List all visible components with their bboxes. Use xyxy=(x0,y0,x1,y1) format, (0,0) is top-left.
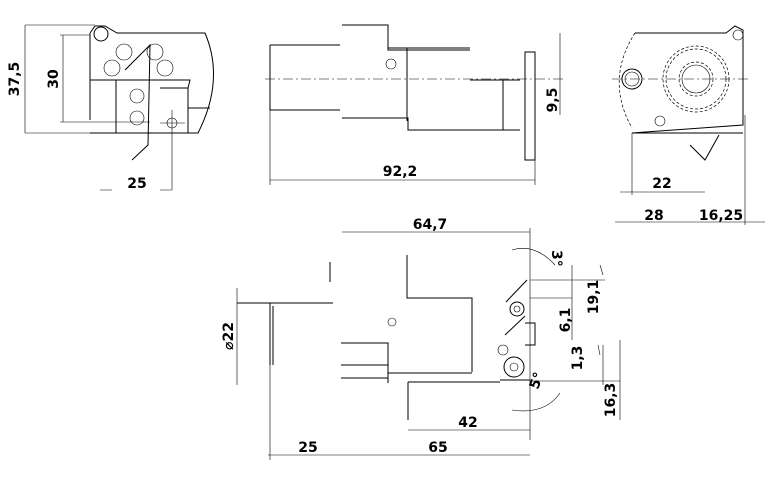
dim-6-1: 6,1 xyxy=(558,308,574,333)
dim-42: 42 xyxy=(458,415,477,431)
dim-25-side: 25 xyxy=(127,176,146,192)
dim-1-3: 1,3 xyxy=(570,346,586,371)
dim-22-end: 22 xyxy=(652,176,671,192)
top-view: 92,2 9,5 xyxy=(265,24,565,185)
dim-65: 65 xyxy=(428,440,447,456)
dim-16-25: 16,25 xyxy=(699,208,743,224)
dim-diameter-22: ⌀22 xyxy=(221,322,237,350)
dim-angle-3: 3° xyxy=(548,250,564,267)
dim-19-1: 19,1 xyxy=(586,280,602,315)
front-view: 64,7 3° ⌀22 6,1 19,1 1,3 16,3 5° 42 25 6… xyxy=(221,217,621,460)
dim-25-front: 25 xyxy=(298,440,317,456)
dim-92-2: 92,2 xyxy=(383,164,418,180)
dim-angle-5: 5° xyxy=(527,370,548,391)
dim-64-7: 64,7 xyxy=(413,217,448,233)
dim-9-5: 9,5 xyxy=(545,88,561,113)
dim-28: 28 xyxy=(644,208,663,224)
side-view: 37,5 30 25 xyxy=(7,24,214,192)
dim-30: 30 xyxy=(46,69,62,89)
end-view: 22 28 16,25 xyxy=(612,25,765,225)
dim-16-3: 16,3 xyxy=(603,383,619,418)
dim-37-5: 37,5 xyxy=(7,62,23,97)
